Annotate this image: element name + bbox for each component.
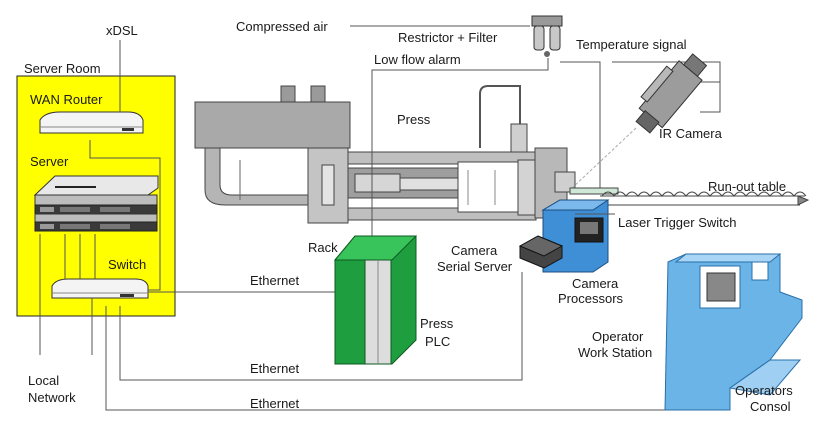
label-server-room: Server Room [24,61,101,76]
label-local-network-line1: Local [28,373,59,388]
operators-console-device [664,253,803,411]
label-wan-router: WAN Router [30,92,103,107]
label-camera-serial-server-line1: Camera [451,243,498,258]
label-operator-ws-line1: Operator [592,329,644,344]
label-ethernet-3: Ethernet [250,396,300,411]
label-server: Server [30,154,69,169]
label-restrictor-filter: Restrictor + Filter [398,30,498,45]
server-room-links [39,40,161,355]
restrictor-filter-device [531,15,563,57]
label-switch: Switch [108,257,146,272]
label-laser-trigger-switch: Laser Trigger Switch [618,215,737,230]
label-low-flow-alarm: Low flow alarm [374,52,461,67]
label-press-plc-line1: Press [420,316,454,331]
ir-camera-device [635,53,708,134]
ir-camera-beam [571,127,637,189]
label-temperature-signal: Temperature signal [576,37,687,52]
label-operators-consol-line1: Operators [735,383,793,398]
run-out-table [569,187,810,206]
label-camera-processors-line2: Processors [558,291,624,306]
label-compressed-air: Compressed air [236,19,328,34]
camera-serial-server-device [518,235,564,269]
label-operators-consol-line2: Consol [750,399,791,414]
air-lines [350,25,721,248]
label-camera-processors-line1: Camera [572,276,619,291]
label-camera-serial-server-line2: Serial Server [437,259,513,274]
label-ir-camera: IR Camera [659,126,723,141]
network-switch-device [51,278,149,299]
label-local-network-line2: Network [28,390,76,405]
server-stack [33,175,159,232]
label-press: Press [397,112,431,127]
label-xdsl: xDSL [106,23,138,38]
press-plc-rack [333,235,418,365]
label-rack: Rack [308,240,338,255]
label-run-out-table: Run-out table [708,179,786,194]
press-machine [194,85,576,224]
label-operator-ws-line2: Work Station [578,345,652,360]
wan-router-device [39,111,144,134]
label-press-plc-line2: PLC [425,334,450,349]
label-ethernet-1: Ethernet [250,273,300,288]
label-ethernet-2: Ethernet [250,361,300,376]
